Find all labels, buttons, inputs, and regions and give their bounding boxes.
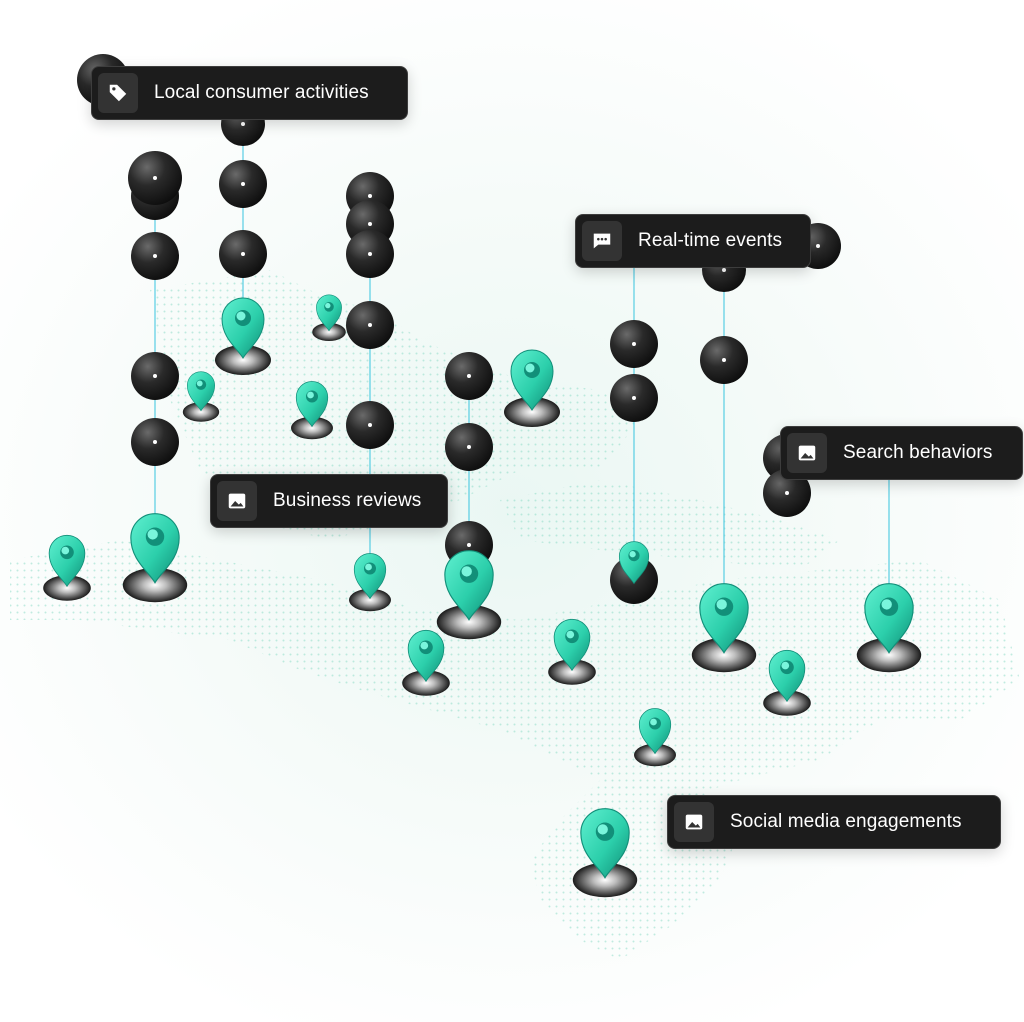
data-node-dot [368,252,372,256]
data-node-dot [241,252,245,256]
location-pin-icon [553,618,591,672]
pin-shadow-hole [182,402,220,422]
pin-shadow-hole [349,588,391,612]
callout-real-time-events: Real-time events [575,214,811,268]
pin-shadow-hole [634,743,676,767]
data-node-dot [632,342,636,346]
data-node-dot [632,396,636,400]
pin-shadow-hole [856,637,922,673]
callout-label: Local consumer activities [154,82,369,103]
data-node-dot [153,254,157,258]
data-node-dot [722,358,726,362]
location-pin-icon [353,553,387,600]
pin-shadow-hole [402,670,450,696]
location-pin-icon [699,583,749,654]
data-node-dot [368,323,372,327]
image-icon [674,802,714,842]
data-node-dot [368,423,372,427]
pin-shadow-hole [763,690,811,716]
pin-shadow-hole [122,567,188,603]
data-node-dot [153,374,157,378]
location-pin-icon [580,808,630,879]
data-node-dot [816,244,820,248]
location-pin-icon [864,583,914,654]
data-node-dot [785,491,789,495]
location-pin-icon [444,550,494,621]
callout-social-media-engagements: Social media engagements [667,795,1001,849]
data-node-dot [467,543,471,547]
location-pin-icon [407,629,445,683]
callout-label: Business reviews [273,490,422,511]
location-pin-icon [316,294,342,332]
data-node-dot [153,176,157,180]
chat-icon [582,221,622,261]
callout-label: Search behaviors [843,442,993,463]
callout-local-consumer-activities: Local consumer activities [91,66,408,120]
location-pin-icon [768,649,806,703]
callout-business-reviews: Business reviews [210,474,448,528]
data-node-dot [368,194,372,198]
image-icon [217,481,257,521]
location-pin-icon [187,371,215,412]
location-pin-icon [638,708,672,755]
location-pin-icon [48,534,86,588]
pin-shadow-hole [291,416,333,440]
callout-search-behaviors: Search behaviors [780,426,1023,480]
pin-shadow-hole [504,397,560,427]
data-node-dot [153,440,157,444]
location-pin-icon [510,349,554,411]
data-node-dot [467,374,471,378]
data-node-dot [467,445,471,449]
pin-shadow-hole [312,323,346,341]
location-pin-icon [130,513,180,584]
image-icon [787,433,827,473]
pin-shadow-hole [691,637,757,673]
data-node-dot [241,122,245,126]
data-node-dot [241,182,245,186]
pin-shadow-hole [43,575,91,601]
pin-shadow-hole [548,659,596,685]
callout-label: Social media engagements [730,811,962,832]
location-pin-icon [295,381,329,428]
location-pin-icon [221,297,265,359]
pin-shadow-hole [572,862,638,898]
callout-label: Real-time events [638,230,783,251]
data-node-dot [368,222,372,226]
tag-icon [98,73,138,113]
pin-shadow-hole [436,604,502,640]
pin-shadow-hole [215,345,271,375]
location-pin-icon [618,541,650,585]
data-node-dot [722,268,726,272]
